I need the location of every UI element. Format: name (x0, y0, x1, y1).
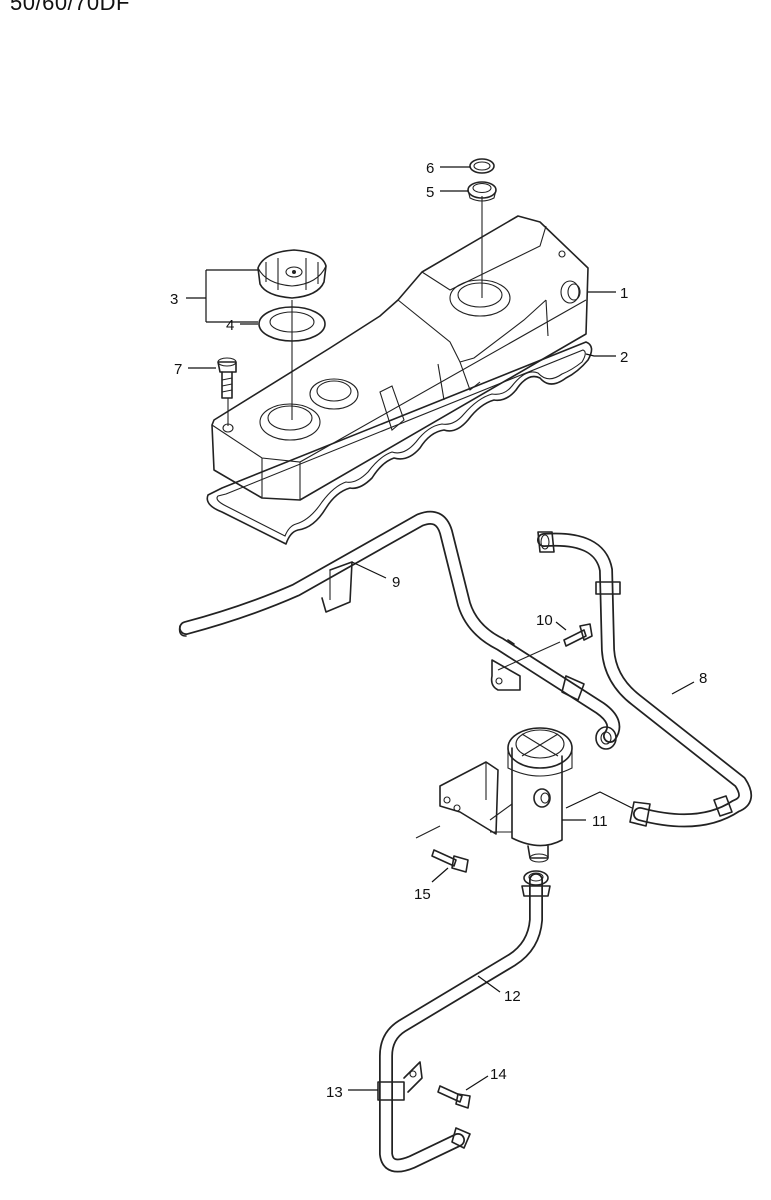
callout-11: 11 (592, 813, 608, 830)
breather-hose[interactable] (537, 531, 753, 828)
callout-4: 4 (226, 317, 234, 334)
valve-cover[interactable] (211, 215, 589, 501)
leader-lines (186, 166, 695, 1091)
callout-6: 6 (426, 160, 434, 177)
callout-1: 1 (620, 285, 628, 302)
model-code: 50/60/70DF (10, 0, 130, 15)
callout-labels: 1 2 3 4 5 6 7 8 9 10 11 12 13 14 15 (170, 160, 707, 1101)
bolt-14[interactable] (437, 1085, 471, 1109)
callout-5: 5 (426, 184, 434, 201)
callout-10: 10 (536, 612, 553, 629)
callout-8: 8 (699, 670, 707, 687)
bolt-10[interactable] (563, 623, 593, 647)
pipe-clamp[interactable] (377, 1061, 423, 1101)
alignment-lines (227, 196, 561, 839)
cover-bolt[interactable] (217, 357, 237, 399)
bolt-15[interactable] (431, 849, 469, 873)
callout-12: 12 (504, 988, 521, 1005)
callout-2: 2 (620, 349, 628, 366)
callout-15: 15 (414, 886, 431, 903)
drain-pipe[interactable] (379, 870, 551, 1173)
o-ring[interactable] (469, 158, 495, 174)
callout-14: 14 (490, 1066, 507, 1083)
callout-7: 7 (174, 361, 182, 378)
cover-gasket[interactable] (206, 341, 593, 545)
oil-separator[interactable] (439, 727, 573, 863)
callout-3: 3 (170, 291, 178, 308)
callout-13: 13 (326, 1084, 343, 1101)
callout-9: 9 (392, 574, 400, 591)
oil-filler-cap[interactable] (257, 249, 327, 299)
breather-pipe-upper[interactable] (178, 510, 621, 750)
